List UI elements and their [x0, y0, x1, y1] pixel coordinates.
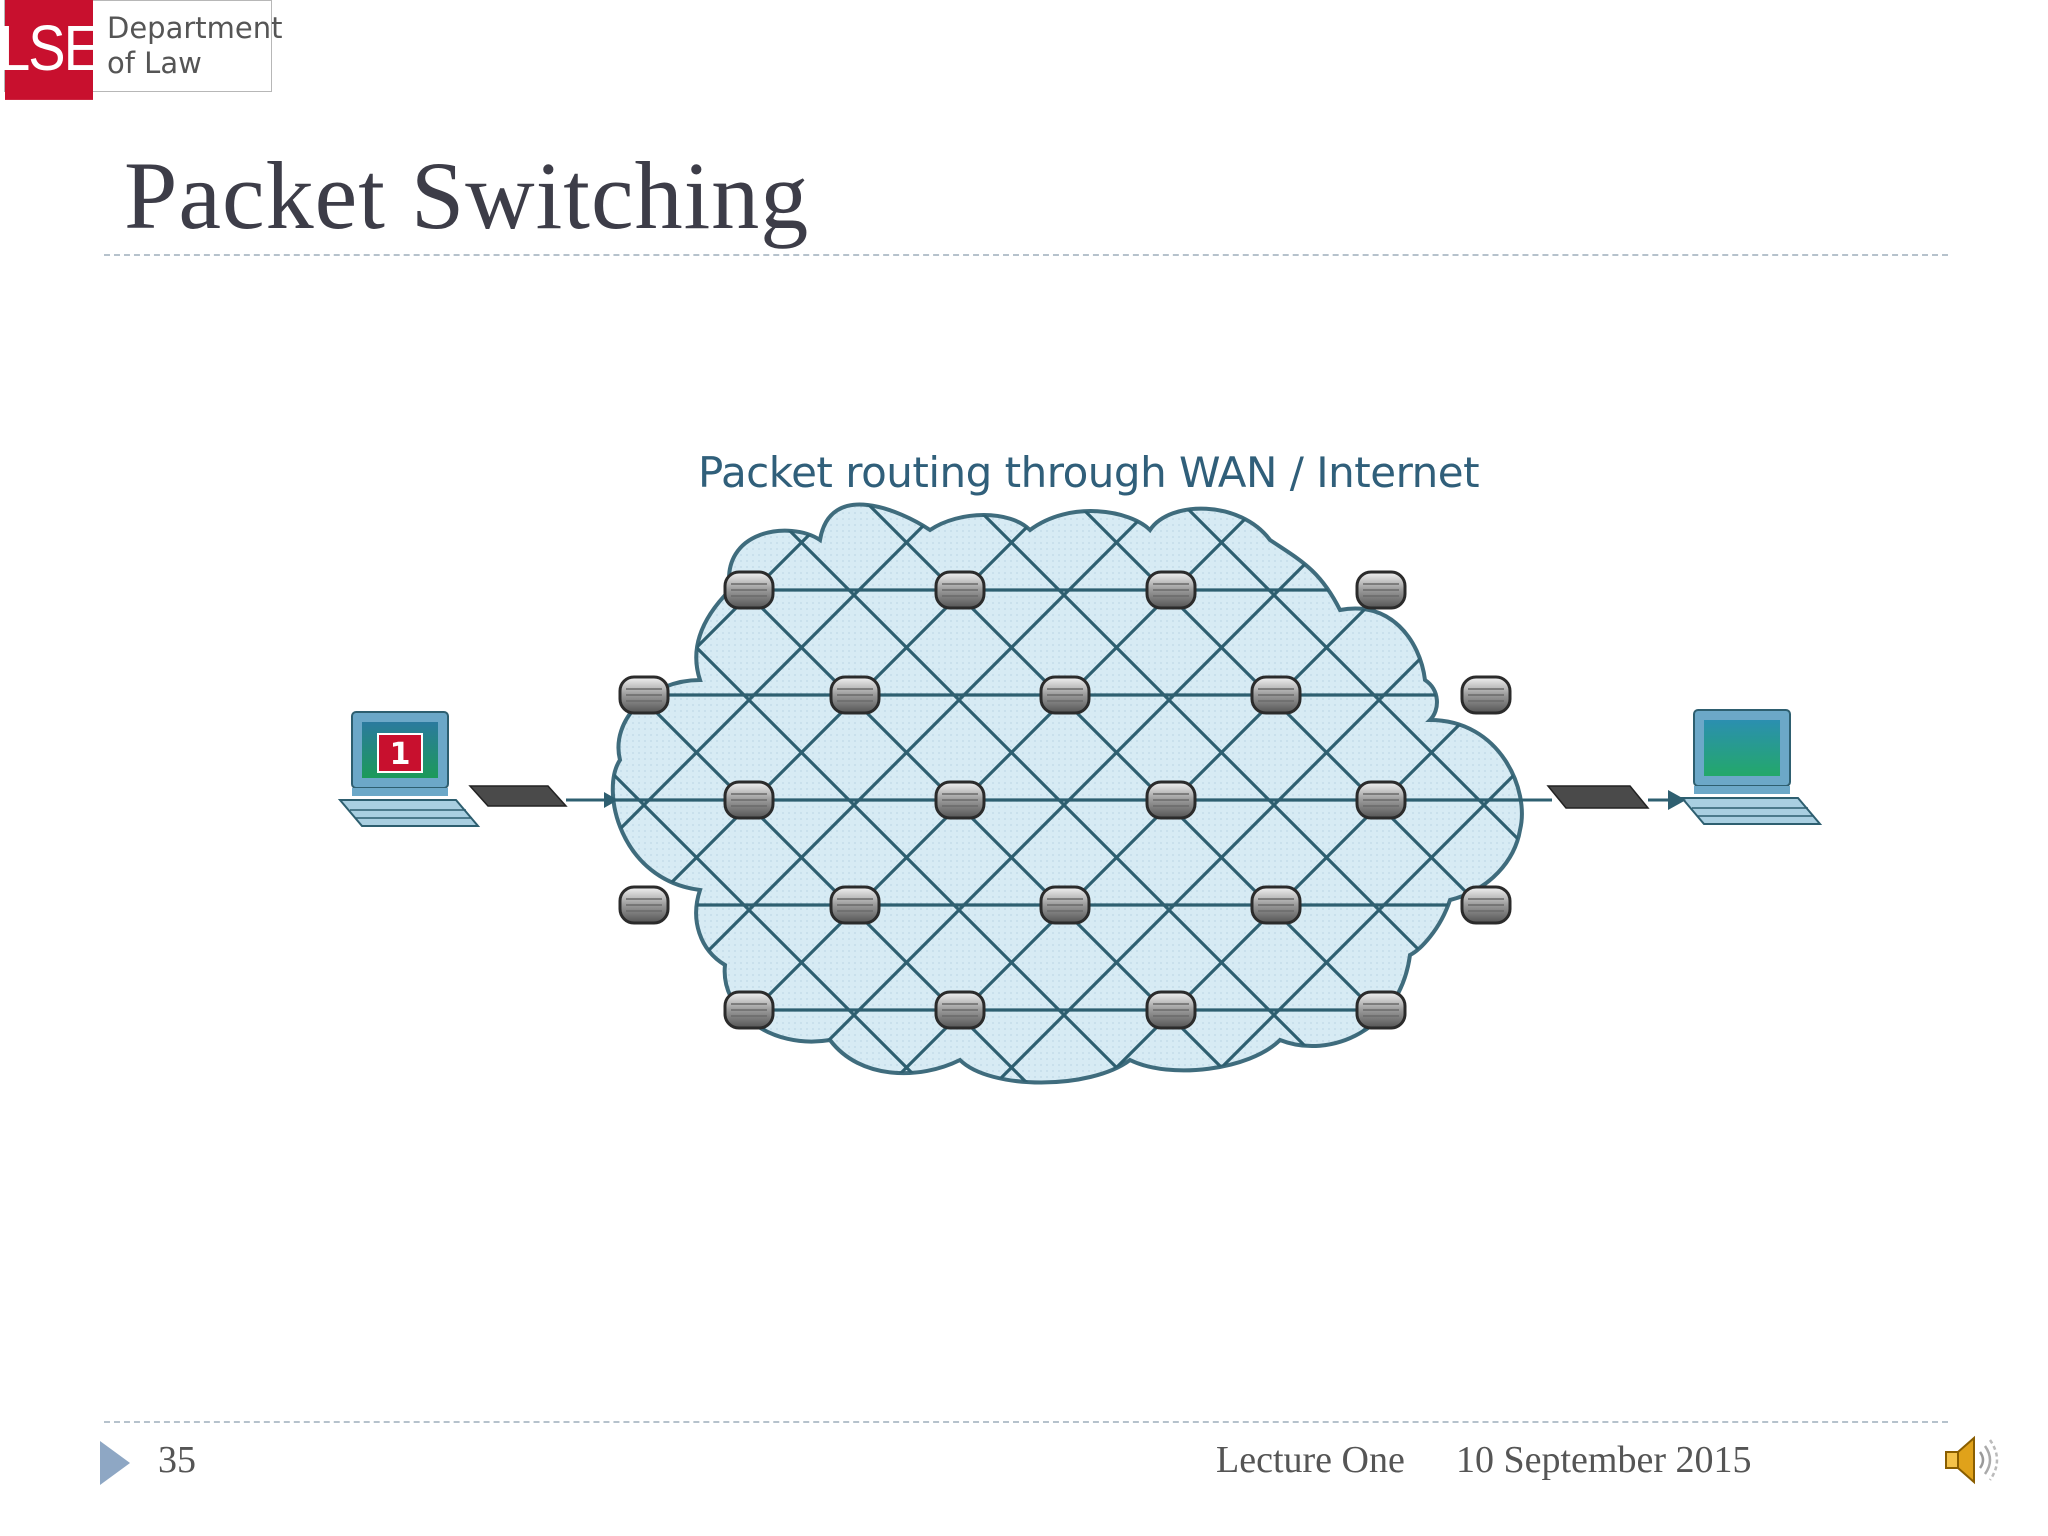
- page-number: 35: [158, 1439, 196, 1481]
- router-icon: [829, 885, 881, 925]
- router-icon: [1039, 675, 1091, 715]
- router-icon: [1460, 675, 1512, 715]
- network-link: [747, 504, 1381, 1083]
- router-icon: [723, 990, 775, 1030]
- network-link: [1799, 490, 2048, 1120]
- router-grid: [618, 570, 1512, 1030]
- router-icon: [1355, 570, 1407, 610]
- router-icon: [934, 570, 986, 610]
- router-icon: [1145, 570, 1197, 610]
- router-icon: [1250, 675, 1302, 715]
- footer-arrow-icon: [100, 1441, 130, 1485]
- speaker-icon[interactable]: [1940, 1428, 2004, 1492]
- lse-logo: LSE Department of Law: [0, 0, 283, 100]
- diagram-caption: Packet routing through WAN / Internet: [698, 448, 1480, 497]
- network-link: [0, 490, 224, 1120]
- router-icon: [618, 675, 670, 715]
- outbound-packet-icon: [1516, 785, 1686, 810]
- router-icon: [1250, 885, 1302, 925]
- sender-screen-label: 1: [390, 737, 411, 772]
- title-divider: [104, 254, 1948, 256]
- footer-divider: [104, 1421, 1948, 1423]
- packet-badge: [377, 733, 423, 773]
- receiver-laptop-icon: [1679, 709, 1823, 825]
- router-icon: [1355, 990, 1407, 1030]
- router-icon: [1355, 780, 1407, 820]
- router-icon: [934, 780, 986, 820]
- department-label: Department of Law: [107, 11, 283, 80]
- footer-lecture-title: Lecture One: [1216, 1439, 1405, 1481]
- router-icon: [829, 675, 881, 715]
- slide-title: Packet Switching: [124, 142, 810, 249]
- router-icon: [723, 570, 775, 610]
- lse-logo-mark: LSE: [0, 0, 101, 100]
- network-link: [0, 490, 119, 1120]
- network-link: [2009, 490, 2048, 1120]
- network-link: [1167, 504, 1522, 1083]
- router-icon: [1460, 885, 1512, 925]
- footer-date: 10 September 2015: [1456, 1439, 1752, 1481]
- network-link: [1589, 490, 2048, 1120]
- router-icon: [1039, 885, 1091, 925]
- router-icon: [1145, 780, 1197, 820]
- router-icon: [1145, 990, 1197, 1030]
- sender-laptop-icon: 1: [337, 711, 481, 827]
- network-link: [612, 504, 961, 1083]
- network-link: [0, 490, 329, 1120]
- router-icon: [723, 780, 775, 820]
- router-icon: [618, 885, 670, 925]
- inbound-packet-icon: [468, 785, 618, 808]
- network-link: [1904, 490, 2048, 1120]
- network-link: [0, 490, 14, 1120]
- router-icon: [934, 990, 986, 1030]
